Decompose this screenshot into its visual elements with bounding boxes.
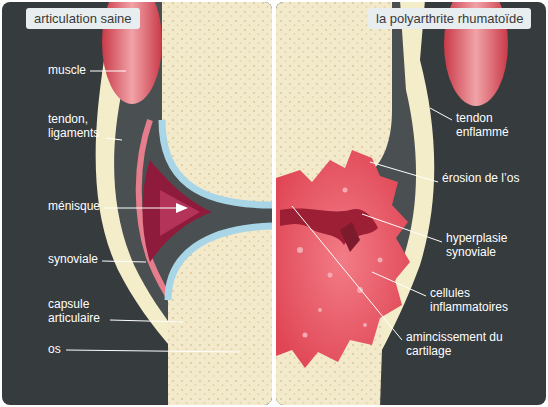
part-label: ménisque (48, 200, 118, 214)
part-label: tendon, ligaments (48, 113, 110, 141)
panel-heading: la polyarthrite rhumatoïde (368, 8, 531, 29)
part-label: hyperplasie synoviale (446, 232, 532, 260)
part-label: cellules inflammatoires (430, 287, 530, 315)
part-label: synoviale (48, 253, 118, 267)
heading-text: articulation saine (34, 11, 132, 26)
panel-heading: articulation saine (26, 8, 140, 29)
part-label: capsule articulaire (48, 298, 118, 326)
part-label: amincissement du cartilage (406, 331, 522, 359)
part-label: tendon enflammé (456, 112, 532, 140)
part-label: muscle (48, 64, 108, 78)
part-label: os (48, 343, 78, 357)
heading-text: la polyarthrite rhumatoïde (376, 11, 523, 26)
part-label: érosion de l’os (442, 172, 526, 186)
